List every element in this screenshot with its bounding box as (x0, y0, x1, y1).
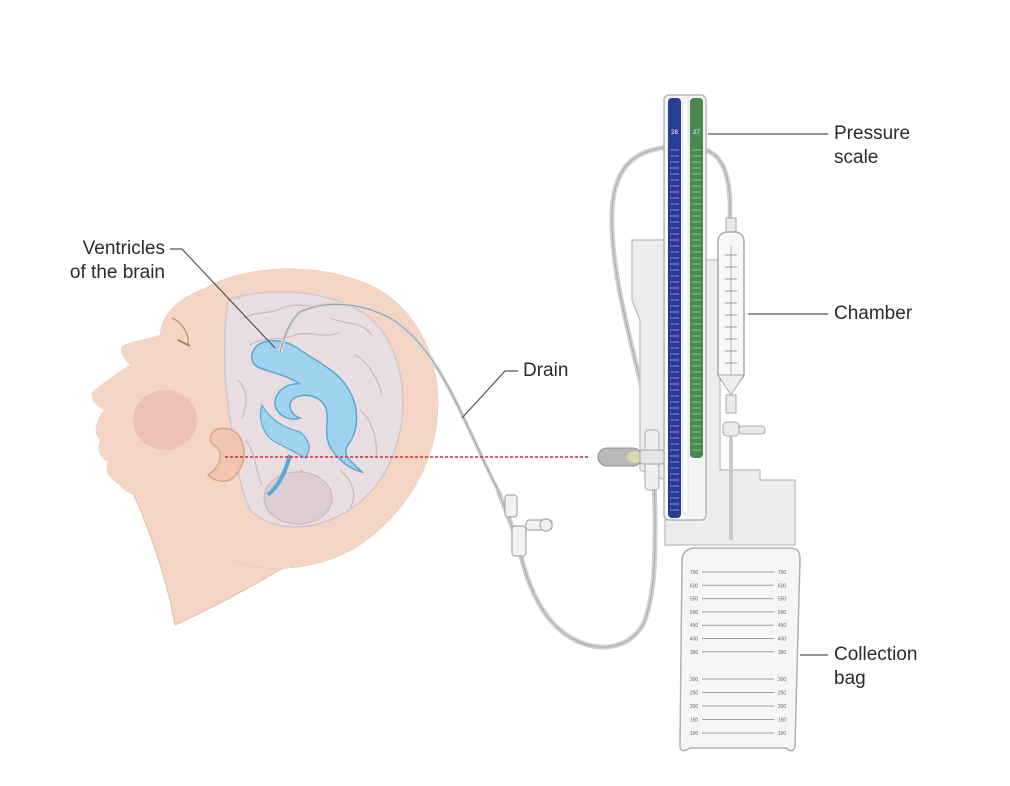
bag-tick-label: 400 (778, 637, 787, 643)
bag-tick-label: 450 (778, 623, 787, 629)
label-ventricles-line2: of the brain (69, 262, 165, 283)
drain-stopcock (504, 494, 553, 557)
leader-drain (461, 370, 518, 419)
bag-tick-label: 350 (690, 650, 699, 656)
bag-tick-label: 200 (778, 704, 787, 710)
label-ventricles: Ventricles of the brain (40, 237, 165, 285)
eye (177, 339, 191, 347)
scale-blue (668, 98, 681, 518)
label-pressure-scale-line1: Pressure (834, 123, 911, 144)
leader-ventricles (170, 248, 276, 349)
bag-tick-label: 700 (690, 570, 699, 576)
label-ventricles-line1: Ventricles (82, 238, 165, 259)
label-chamber: Chamber (834, 303, 913, 324)
label-collection-bag: Collection bag (834, 643, 917, 691)
label-pressure-scale: Pressure scale (834, 122, 910, 170)
ear (206, 427, 245, 482)
bag-tick-label: 150 (690, 718, 699, 724)
chamber (717, 217, 766, 540)
bag-tick-label: 200 (690, 704, 699, 710)
label-collection-bag-line2: bag (834, 668, 866, 689)
scale-ticks (670, 149, 701, 511)
bag-tick-label: 500 (690, 610, 699, 616)
bag-tick-label: 250 (690, 691, 699, 697)
laser-level (597, 429, 665, 491)
evd-device: 28 27 700 700 600 600 550 550 500 500 450 450 400 4… (597, 94, 801, 752)
bag-tick-label: 250 (778, 691, 787, 697)
bag-tick-label: 350 (778, 650, 787, 656)
patient-head (91, 268, 500, 626)
bag-tick-label: 300 (778, 677, 787, 683)
bag-tick-label: 450 (690, 623, 699, 629)
bag-tick-label: 100 (778, 731, 787, 737)
label-pressure-scale-line2: scale (834, 147, 879, 168)
bag-tick-label: 400 (690, 637, 699, 643)
brow (171, 317, 190, 346)
cheek-blush (133, 390, 197, 450)
scale-top-blue: 28 (671, 130, 678, 136)
bag-scale: 700 700 600 600 550 550 500 500 450 450 400 400 350 3… (690, 570, 787, 737)
bag-tick-label: 150 (778, 718, 787, 724)
bag-tick-label: 700 (778, 570, 787, 576)
bag-tick-label: 600 (778, 583, 787, 589)
bag-tick-label: 600 (690, 583, 699, 589)
bag-tick-label: 500 (778, 610, 787, 616)
bag-tick-label: 300 (690, 677, 699, 683)
label-drain: Drain (523, 360, 569, 381)
scale-top-green: 27 (693, 130, 700, 136)
ventricles (250, 340, 365, 497)
leader-lines (170, 133, 828, 656)
bag-tick-label: 550 (690, 597, 699, 603)
cerebellum (263, 471, 333, 525)
bag-tick-label: 550 (778, 597, 787, 603)
scale-green (690, 98, 703, 458)
label-collection-bag-line1: Collection (834, 644, 918, 665)
bag-tick-label: 100 (690, 731, 699, 737)
